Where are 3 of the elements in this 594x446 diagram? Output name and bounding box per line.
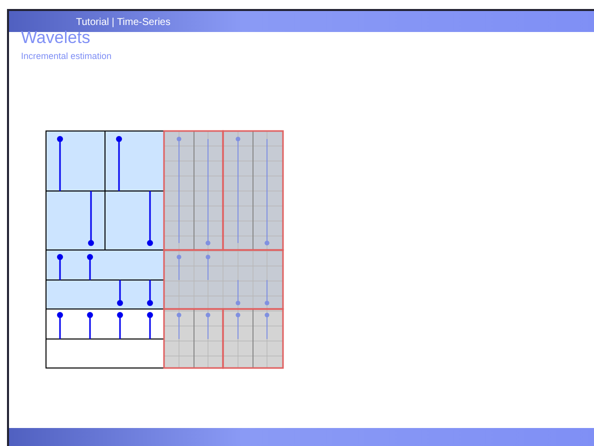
header-text: Tutorial | Time-Series [76,17,170,28]
slide-title: Wavelets [21,29,90,47]
subtitle: Incremental estimation [21,51,112,61]
